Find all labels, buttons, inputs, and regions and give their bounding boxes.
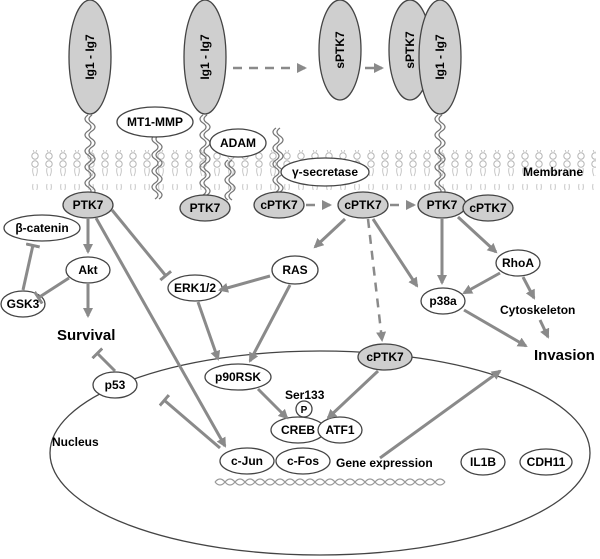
cptk7-a-label: cPTK7 bbox=[260, 198, 298, 212]
p53-node bbox=[92, 371, 138, 399]
edge-gene-expression-invasion bbox=[379, 369, 502, 460]
adam-node bbox=[209, 128, 267, 158]
ig-domain-mid-label: Ig1 - Ig7 bbox=[198, 34, 212, 80]
nucleus-label: Nucleus bbox=[52, 435, 99, 449]
p53-label: p53 bbox=[105, 378, 126, 392]
gamma-secretase-label: γ-secretase bbox=[292, 165, 358, 179]
mt1-mmp-label: MT1-MMP bbox=[127, 115, 183, 129]
inhibit-cjun-p53 bbox=[158, 394, 221, 450]
sptk7-soluble-1 bbox=[318, 0, 362, 101]
il1b-node bbox=[460, 448, 506, 476]
edge-ptk7-rhoa bbox=[456, 215, 498, 254]
edge-ras-erk bbox=[218, 274, 271, 293]
beta-catenin-label: β-catenin bbox=[15, 221, 68, 235]
atf1-label: ATF1 bbox=[325, 423, 354, 437]
cptk7-right-label: cPTK7 bbox=[469, 201, 507, 215]
edge-cptk7-p38a bbox=[371, 218, 419, 288]
cdh11-label: CDH11 bbox=[527, 455, 566, 469]
edge-erk-p90rsk bbox=[196, 301, 221, 361]
adam-label: ADAM bbox=[220, 136, 256, 150]
cptk7-nucleus-node bbox=[357, 343, 413, 371]
survival-label: Survival bbox=[57, 327, 115, 344]
edge-p38a-invasion bbox=[463, 308, 528, 348]
inhibit-p53-survival bbox=[91, 347, 117, 373]
gamma-secretase-node bbox=[280, 157, 370, 187]
sptk7-soluble-2-label: sPTK7 bbox=[403, 31, 417, 69]
ig-domain-mid bbox=[183, 0, 227, 115]
il1b-label: IL1B bbox=[470, 455, 496, 469]
ser133-label: Ser133 bbox=[285, 388, 325, 402]
edge-cytoskeleton-invasion bbox=[538, 319, 550, 339]
akt-node bbox=[65, 256, 111, 284]
ptk7-left-label: PTK7 bbox=[73, 198, 104, 212]
cfos-label: c-Fos bbox=[287, 454, 319, 468]
ig-domain-right bbox=[418, 0, 462, 115]
cytoskeleton-label: Cytoskeleton bbox=[500, 303, 575, 317]
invasion-label: Invasion bbox=[534, 347, 595, 364]
sptk7-soluble-1-label: sPTK7 bbox=[333, 31, 347, 69]
rhoa-label: RhoA bbox=[502, 256, 534, 270]
edge-ras-p90rsk bbox=[248, 284, 292, 363]
mt1-mmp-node bbox=[116, 106, 194, 138]
p90rsk-label: p90RSK bbox=[215, 370, 261, 384]
phospho-label: P bbox=[301, 405, 308, 416]
transmembrane-coils bbox=[84, 114, 446, 204]
ras-node bbox=[271, 255, 319, 285]
creb-label: CREB bbox=[281, 423, 315, 437]
edge-p90rsk-creb bbox=[256, 387, 289, 420]
ig-domain-left-label: Ig1 - Ig7 bbox=[83, 34, 97, 80]
akt-label: Akt bbox=[78, 263, 97, 277]
cptk7-right-node bbox=[462, 194, 514, 222]
cptk7-b-node bbox=[337, 191, 389, 219]
inhibit-gsk3-beta-catenin bbox=[21, 242, 41, 291]
membrane-label: Membrane bbox=[523, 165, 583, 179]
ptk7-mid-node bbox=[179, 194, 231, 222]
p38a-label: p38a bbox=[429, 294, 457, 308]
beta-catenin-node bbox=[3, 214, 81, 242]
cdh11-node bbox=[519, 448, 573, 476]
gene-expression-label: Gene expression bbox=[336, 456, 433, 470]
cptk7-nucleus-label: cPTK7 bbox=[366, 350, 404, 364]
cfos-node bbox=[275, 447, 331, 475]
edge-cptk7-atf1 bbox=[326, 369, 380, 420]
edge-ptk7-cjun bbox=[94, 217, 227, 448]
cjun-node bbox=[219, 447, 275, 475]
cjun-label: c-Jun bbox=[231, 454, 263, 468]
edge-rhoa-p38a bbox=[462, 271, 501, 295]
cptk7-b-label: cPTK7 bbox=[344, 198, 382, 212]
rhoa-node bbox=[495, 249, 541, 277]
gsk3-label: GSK3 bbox=[7, 297, 40, 311]
ptk7-mid-label: PTK7 bbox=[190, 201, 221, 215]
erk-label: ERK1/2 bbox=[174, 281, 216, 295]
inhibit-ptk7-erk bbox=[110, 209, 173, 282]
ptk7-right-label: PTK7 bbox=[427, 198, 458, 212]
ig-domain-left bbox=[68, 0, 112, 115]
edge-cptk7-ras bbox=[313, 217, 347, 249]
dna-helix bbox=[214, 478, 446, 486]
nucleus-envelope bbox=[49, 350, 591, 556]
ptk7-left-node bbox=[62, 191, 114, 219]
p38a-node bbox=[420, 287, 466, 315]
inhibit-akt-gsk3 bbox=[33, 276, 70, 305]
cptk7-a-node bbox=[253, 191, 305, 219]
edge-cptk7-nuclear-translocation bbox=[366, 218, 387, 342]
atf1-node bbox=[317, 416, 363, 444]
ig-domain-right-label: Ig1 - Ig7 bbox=[433, 34, 447, 80]
ras-label: RAS bbox=[282, 263, 307, 277]
edge-rhoa-cytoskeleton bbox=[521, 276, 536, 300]
p90rsk-node bbox=[204, 363, 272, 391]
